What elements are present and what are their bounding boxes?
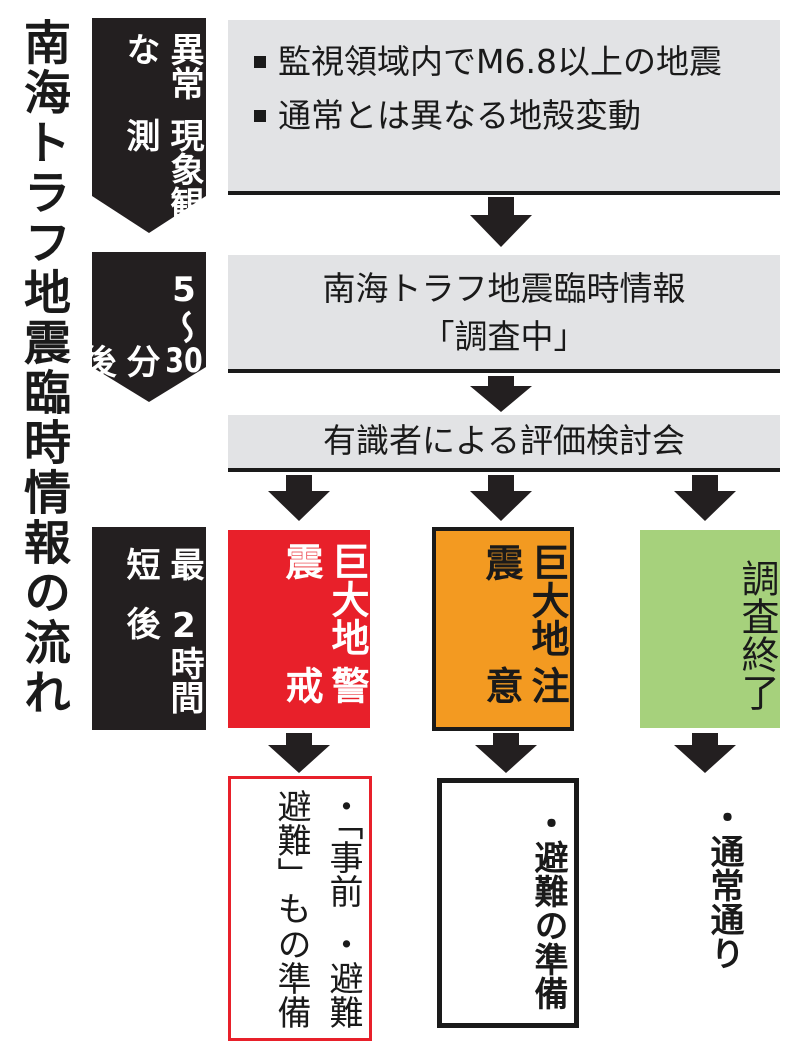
review-box: 有識者による評価検討会 <box>228 415 780 472</box>
stage-label-line: 最短 <box>120 547 204 581</box>
info-box: 南海トラフ地震臨時情報 「調査中」 <box>228 255 780 373</box>
level-label-line: 調査終了 <box>735 559 779 711</box>
level-label-line: 注意 <box>479 665 569 704</box>
stage-label-num: 30 <box>165 344 203 378</box>
stage-label-line: 異常な <box>120 32 204 100</box>
observation-text: 監視領域内でM6.8以上の地震 <box>278 42 722 81</box>
level-warning: 巨大地震 警戒 <box>228 530 370 728</box>
action-line: ・避難の準備 <box>271 927 363 1030</box>
stage-abnormal-observation: 異常な 現象観測 <box>92 18 206 233</box>
action-warning: ・「事前避難」も ・避難の準備 <box>228 776 372 1041</box>
square-bullet-icon <box>254 56 266 68</box>
diagram-title: 南海トラフ地震臨時情報の流れ <box>15 18 70 718</box>
stage-label-line: 現象観測 <box>120 118 204 221</box>
level-survey-ended: 調査終了 <box>640 530 780 728</box>
action-advisory: ・避難の準備 <box>437 778 579 1028</box>
chevron-shape <box>92 252 206 402</box>
down-arrow-icon <box>470 376 532 412</box>
action-survey-ended: ・通常通り <box>660 780 750 980</box>
down-arrow-icon <box>674 733 736 773</box>
observation-text: 通常とは異なる地殻変動 <box>278 96 641 135</box>
chevron-shape <box>92 18 206 233</box>
level-label-line: 警戒 <box>279 666 369 704</box>
chevron-shape <box>92 527 206 730</box>
down-arrow-icon <box>470 475 532 521</box>
level-label-line: 巨大地震 <box>279 542 369 656</box>
down-arrow-icon <box>674 475 736 521</box>
square-bullet-icon <box>254 110 266 122</box>
observation-item: 監視領域内でM6.8以上の地震 <box>254 38 780 86</box>
observation-item: 通常とは異なる地殻変動 <box>254 92 780 140</box>
stage-label-line: 2時間後 <box>120 606 204 715</box>
down-arrow-icon <box>268 475 330 521</box>
info-status: 「調査中」 <box>421 317 587 356</box>
down-arrow-icon <box>475 733 537 773</box>
info-title: 南海トラフ地震臨時情報 <box>322 269 686 308</box>
observation-box: 監視領域内でM6.8以上の地震 通常とは異なる地殻変動 <box>228 20 780 195</box>
level-label-line: 巨大地震 <box>479 543 569 657</box>
down-arrow-icon <box>268 733 330 773</box>
action-line: ・通常通り <box>704 800 744 970</box>
stage-5-30-min: 5〜 30分後 <box>76 252 206 402</box>
stage-label-line: 5〜 <box>164 270 204 344</box>
stage-2-hours: 最短 2時間後 <box>92 527 206 730</box>
action-line: ・避難の準備 <box>528 806 568 1010</box>
stage-label-line: 30分後 <box>76 344 203 378</box>
level-advisory: 巨大地震 注意 <box>432 527 574 731</box>
action-line: ・「事前避難」も <box>271 789 363 925</box>
down-arrow-icon <box>470 197 532 247</box>
